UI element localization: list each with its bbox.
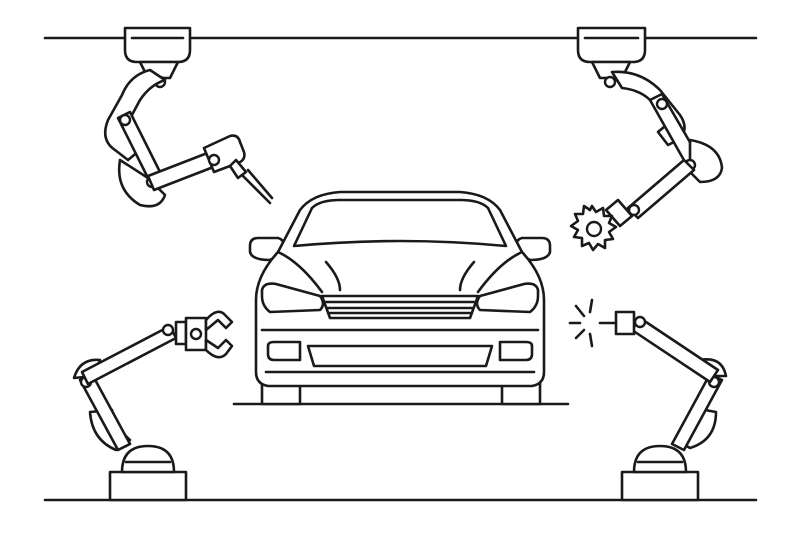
robot-arm-drill-icon <box>103 26 274 208</box>
spark-icon <box>568 298 594 348</box>
car-front-icon <box>232 190 570 406</box>
robot-arm-saw-icon <box>569 26 724 252</box>
robot-arm-gripper-icon <box>72 310 234 502</box>
robot-arm-welder-icon <box>568 298 728 502</box>
